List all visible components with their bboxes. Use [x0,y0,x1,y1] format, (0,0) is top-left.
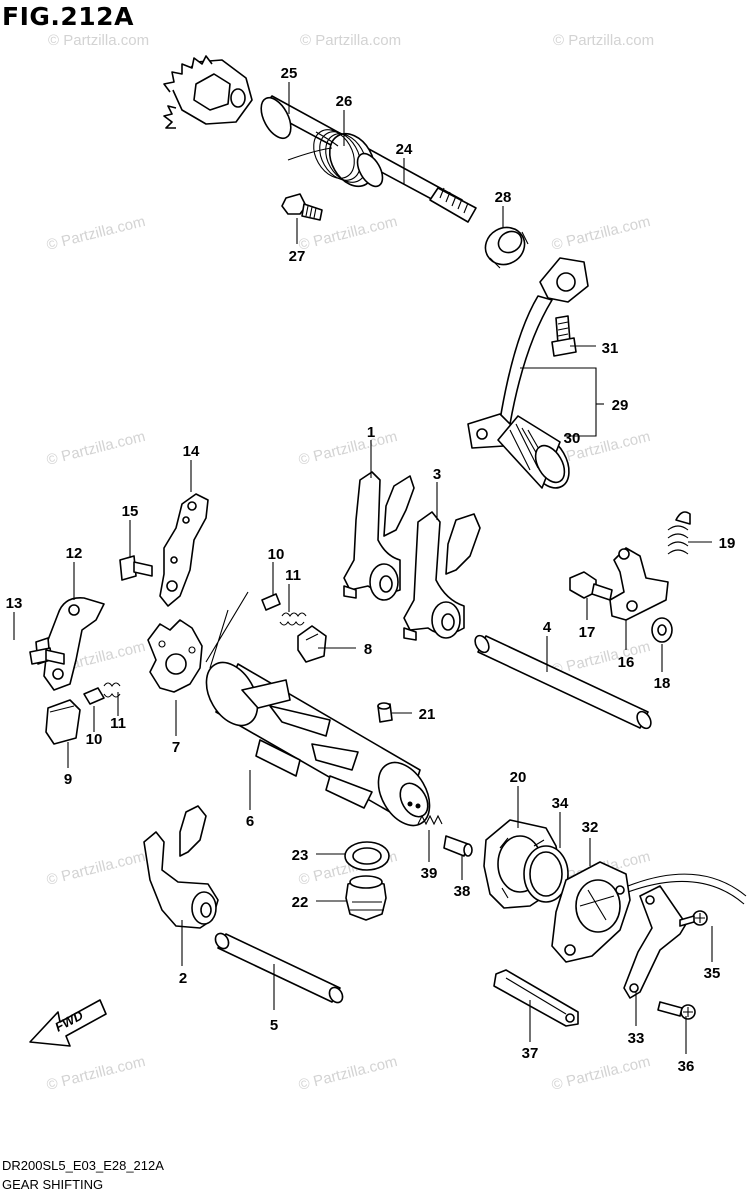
callout-labels: 1 2 3 4 5 6 7 8 9 10 11 12 13 14 15 16 1… [6,65,736,1075]
callout-19: 19 [719,535,736,552]
callout-leader-lines [13,82,713,1054]
callout-18: 18 [654,675,671,692]
callout-13: 13 [6,595,23,612]
fork-shaft-drawing [474,634,652,730]
neutral-switch-area-drawing [569,511,691,643]
gear-shift-shaft-drawing [163,55,529,269]
callout-21: 21 [419,706,436,723]
gear-shift-cam-drawing [147,591,431,827]
callout-29: 29 [612,397,629,414]
callout-22: 22 [292,894,309,911]
callout-28: 28 [495,189,512,206]
callout-4: 4 [543,619,552,636]
watermark: © Partzilla.com [297,428,399,469]
callout-1: 1 [367,424,375,441]
callout-20: 20 [510,769,527,786]
watermark: © Partzilla.com [45,848,147,889]
watermark: © Partzilla.com [550,213,652,254]
callout-32: 32 [582,819,599,836]
callout-38: 38 [454,883,471,900]
watermark: © Partzilla.com [550,1053,652,1094]
callout-30: 30 [564,430,581,447]
callout-7: 7 [172,739,180,756]
figure-title: FIG.212A [2,2,134,31]
callout-23: 23 [292,847,309,864]
watermark: © Partzilla.com [45,213,147,254]
watermark: © Partzilla.com [45,1053,147,1094]
callout-33: 33 [628,1030,645,1047]
callout-12: 12 [66,545,83,562]
watermark: © Partzilla.com [297,1053,399,1094]
gear-shift-cam-plate-drawing [344,702,569,921]
callout-24: 24 [396,141,413,158]
callout-39: 39 [421,865,438,882]
callout-9: 9 [64,771,72,788]
callout-3: 3 [433,466,441,483]
callout-17: 17 [579,624,596,641]
shift-fork-drawing [343,471,481,641]
callout-11-second: 11 [110,715,126,732]
callout-11: 11 [285,567,301,584]
callout-16: 16 [618,654,635,671]
callout-34: 34 [552,795,569,812]
gear-shift-stopper-drawing [29,493,209,745]
gearshift-lever-drawing [467,257,589,489]
fwd-direction-arrow: FWD [29,999,107,1047]
callout-26: 26 [336,93,353,110]
callout-10-second: 10 [86,731,103,748]
callout-15: 15 [122,503,139,520]
callout-6: 6 [246,813,254,830]
watermark: © Partzilla.com [300,32,401,49]
callout-10: 10 [268,546,285,563]
callout-2: 2 [179,970,187,987]
watermark: © Partzilla.com [45,428,147,469]
watermark: © Partzilla.com [48,32,149,49]
callout-36: 36 [678,1058,695,1075]
callout-5: 5 [270,1017,278,1034]
callout-37: 37 [522,1045,539,1062]
callout-25: 25 [281,65,298,82]
shift-fork-2-drawing [143,805,344,1004]
gear-position-switch-drawing [493,861,747,1027]
callout-31: 31 [602,340,619,357]
callout-8: 8 [364,641,372,658]
diagram-code: DR200SL5_E03_E28_212A [2,1158,164,1173]
watermark: © Partzilla.com [553,32,654,49]
callout-27: 27 [289,248,306,265]
callout-35: 35 [704,965,721,982]
diagram-caption: GEAR SHIFTING [2,1177,104,1192]
callout-14: 14 [183,443,200,460]
